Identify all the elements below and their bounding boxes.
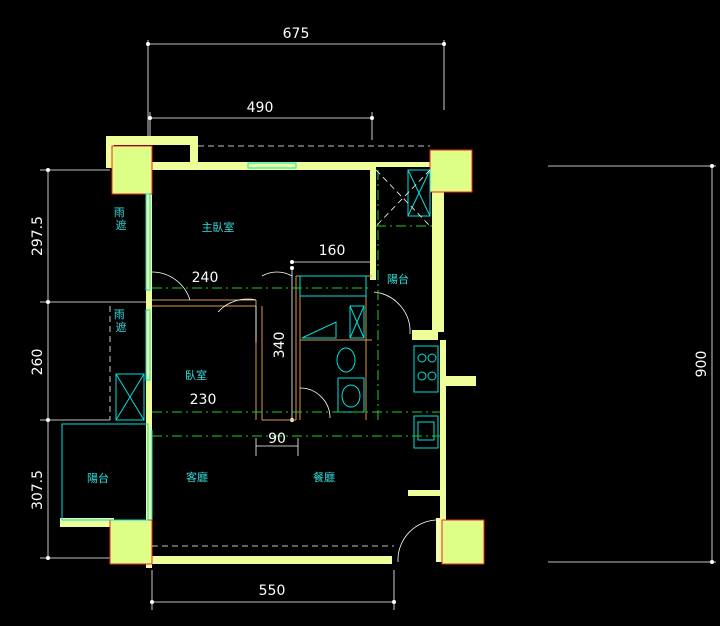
dim-bedroom-depth: 230 bbox=[190, 392, 217, 408]
walls bbox=[60, 136, 476, 568]
dim-left-lower: 307.5 bbox=[30, 470, 46, 510]
bay-window-lower-line: 雨 bbox=[114, 308, 125, 321]
bay-window-upper-line: 雨 bbox=[114, 206, 125, 219]
label-bay-window-lower: 雨 遮 bbox=[114, 308, 129, 334]
bay-window-upper-line: 遮 bbox=[116, 218, 127, 232]
dim-bottom: 550 bbox=[259, 583, 286, 599]
axis-lines bbox=[109, 145, 440, 547]
dim-left-middle: 260 bbox=[30, 349, 46, 376]
partitions bbox=[152, 275, 372, 421]
bay-window-lower-line: 遮 bbox=[116, 320, 127, 334]
fixtures bbox=[61, 162, 439, 521]
dim-bath-width: 160 bbox=[319, 243, 346, 259]
dim-top-inner: 490 bbox=[247, 100, 274, 116]
label-bay-window-upper: 雨 遮 bbox=[114, 206, 129, 232]
label-living-room: 客廳 bbox=[186, 470, 208, 484]
dim-master-depth: 240 bbox=[192, 270, 219, 286]
label-bedroom: 臥室 bbox=[185, 368, 207, 382]
dim-corridor-height: 340 bbox=[272, 332, 288, 359]
dim-left-upper: 297.5 bbox=[30, 216, 46, 256]
dim-top-overall: 675 bbox=[283, 26, 310, 42]
columns bbox=[109, 145, 485, 565]
label-balcony-right: 陽台 bbox=[387, 272, 409, 286]
label-master-bedroom: 主臥室 bbox=[202, 220, 235, 234]
label-balcony-left: 陽台 bbox=[87, 471, 109, 485]
dimension-lines bbox=[40, 40, 716, 610]
label-dining-room: 餐廳 bbox=[313, 470, 335, 484]
dim-passage: 90 bbox=[268, 431, 286, 447]
doors bbox=[151, 271, 439, 563]
dim-right-overall: 900 bbox=[694, 351, 710, 378]
